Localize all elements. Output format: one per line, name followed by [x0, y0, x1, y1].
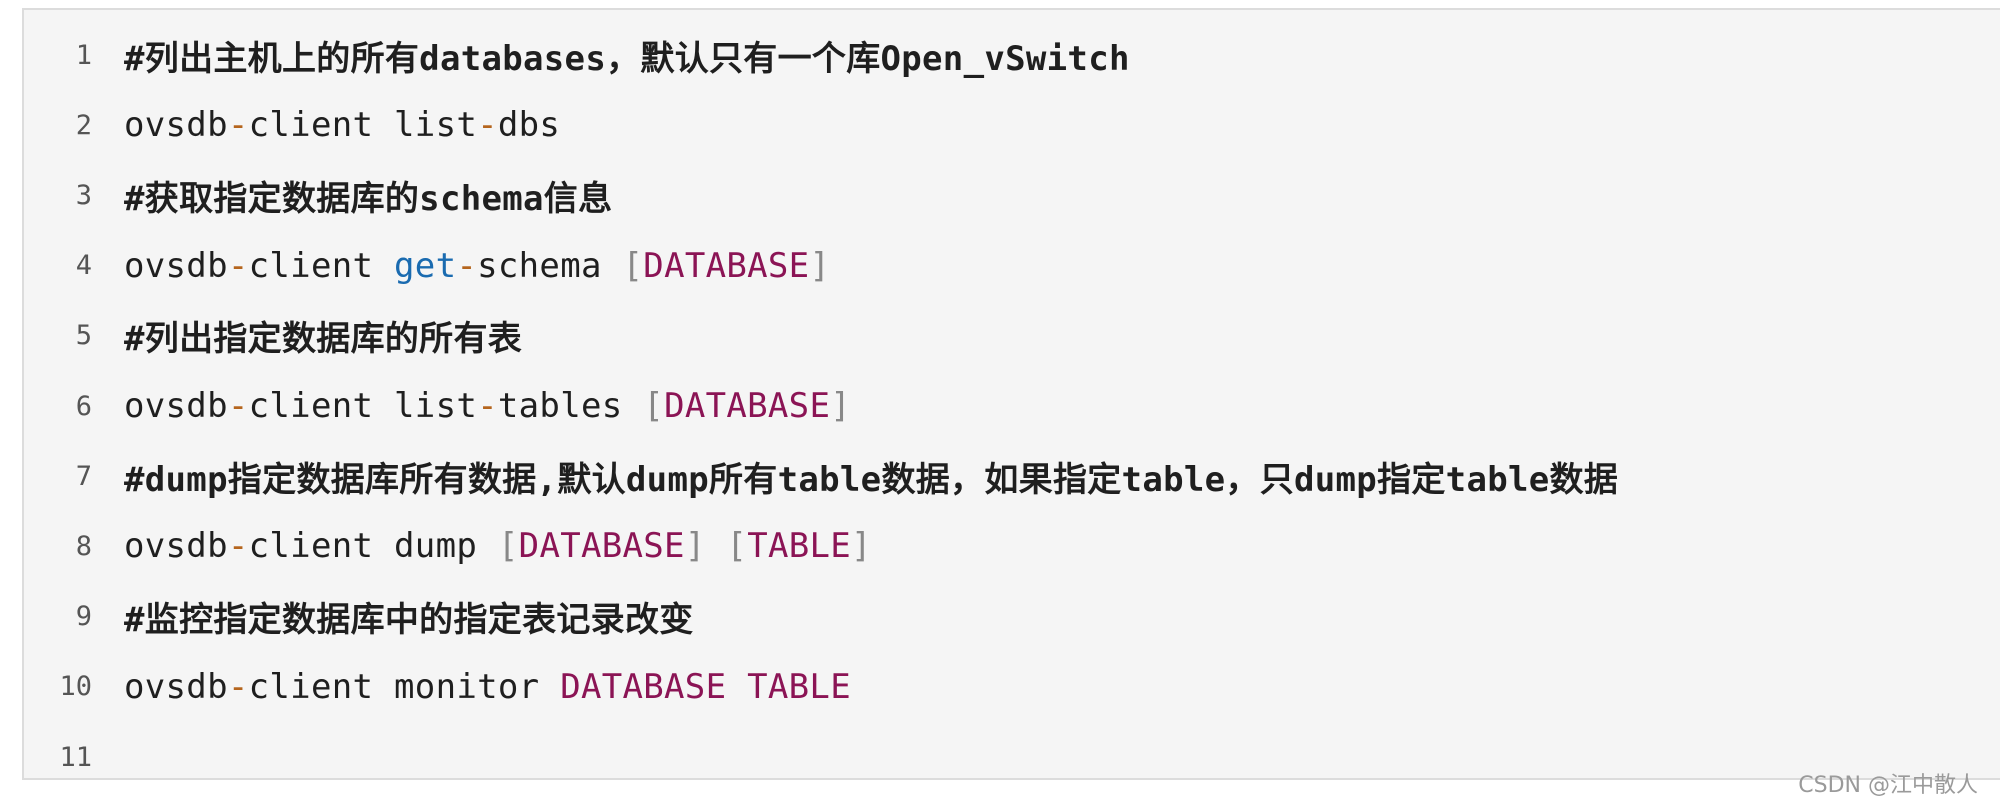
- code-token-op: -: [227, 666, 249, 707]
- code-token-plain: ovsdb: [124, 105, 228, 146]
- line-number: 3: [75, 179, 92, 211]
- code-token-plain: schema: [477, 245, 623, 286]
- code-line: 3 #获取指定数据库的schema信息: [24, 160, 2000, 230]
- code-token-plain: [706, 526, 727, 566]
- code-token-const: DATABASE: [643, 245, 810, 286]
- code-line: 9 #监控指定数据库中的指定表记录改变: [24, 582, 2000, 652]
- line-content: #获取指定数据库的schema信息: [124, 171, 612, 220]
- line-number: 9: [75, 601, 92, 633]
- code-token-plain: ovsdb: [124, 386, 228, 426]
- comment-text: #列出主机上的所有databases，默认只有一个库Open_vSwitch: [124, 38, 1130, 79]
- code-token-plain: client dump: [248, 526, 498, 567]
- line-content: ovsdb-client list-tables [DATABASE]: [124, 386, 851, 426]
- line-content: ovsdb-client list-dbs: [124, 105, 560, 145]
- code-token-op: -: [456, 245, 478, 286]
- code-line: 10 ovsdb-client monitor DATABASE TABLE: [24, 652, 2000, 722]
- code-token-const: TABLE: [747, 526, 852, 567]
- code-token-const: DATABASE: [664, 386, 831, 426]
- line-content: #监控指定数据库中的指定表记录改变: [124, 592, 694, 641]
- code-token-br: [: [643, 386, 665, 426]
- line-content: ovsdb-client dump [DATABASE] [TABLE]: [124, 526, 872, 566]
- line-number: 10: [59, 671, 92, 703]
- code-token-plain: client list: [248, 105, 478, 146]
- line-number: 11: [59, 741, 92, 773]
- line-number: 5: [75, 320, 92, 352]
- code-token-br: ]: [684, 526, 706, 567]
- line-content: #列出指定数据库的所有表: [124, 311, 522, 360]
- code-token-br: ]: [851, 526, 872, 567]
- code-token-op: -: [477, 386, 498, 426]
- line-content: ovsdb-client get-schema [DATABASE]: [124, 246, 830, 286]
- line-number: 1: [75, 39, 92, 71]
- code-token-br: [: [726, 526, 748, 567]
- line-number: 2: [75, 109, 92, 141]
- code-token-op: -: [227, 386, 249, 426]
- code-token-plain: tables: [497, 386, 644, 426]
- code-token-op: -: [477, 105, 498, 146]
- line-number: 7: [75, 460, 92, 492]
- code-token-plain: ovsdb: [124, 526, 228, 567]
- code-line: 1 #列出主机上的所有databases，默认只有一个库Open_vSwitch: [24, 20, 2000, 90]
- code-token-plain: ovsdb: [124, 666, 228, 707]
- code-token-br: [: [622, 245, 644, 286]
- code-token-br: ]: [809, 245, 831, 286]
- code-token-plain: ovsdb: [124, 245, 228, 286]
- line-content: ovsdb-client monitor DATABASE TABLE: [124, 667, 851, 707]
- code-block[interactable]: 1 #列出主机上的所有databases，默认只有一个库Open_vSwitch 2…: [22, 8, 2000, 780]
- code-token-op: -: [227, 105, 249, 146]
- watermark: CSDN @江中散人: [1798, 773, 1978, 798]
- comment-text: #dump指定数据库所有数据,默认dump所有table数据，如果指定table…: [124, 459, 1619, 500]
- code-token-br: [: [497, 526, 519, 567]
- code-token-op: -: [227, 526, 249, 567]
- comment-text: #获取指定数据库的schema信息: [124, 178, 613, 219]
- code-token-kw: get: [394, 245, 457, 286]
- code-token-const: DATABASE TABLE: [560, 666, 851, 707]
- line-content: #dump指定数据库所有数据,默认dump所有table数据，如果指定table…: [124, 452, 1618, 501]
- code-token-op: -: [227, 245, 249, 286]
- comment-text: #列出指定数据库的所有表: [124, 319, 523, 360]
- line-content: #列出主机上的所有databases，默认只有一个库Open_vSwitch: [124, 31, 1130, 80]
- code-token-br: ]: [830, 386, 852, 426]
- code-line: 7 #dump指定数据库所有数据,默认dump所有table数据，如果指定tabl…: [24, 441, 2000, 511]
- code-token-plain: client list: [248, 386, 478, 426]
- code-token-plain: client: [248, 245, 395, 286]
- line-number: 6: [75, 390, 92, 422]
- code-line: 5 #列出指定数据库的所有表: [24, 301, 2000, 371]
- code-token-plain: client monitor: [248, 666, 561, 707]
- code-token-const: DATABASE: [518, 526, 685, 567]
- line-number: 8: [75, 530, 92, 562]
- comment-text: #监控指定数据库中的指定表记录改变: [124, 600, 694, 641]
- code-token-plain: dbs: [497, 105, 561, 146]
- line-number: 4: [75, 250, 92, 282]
- code-line: 11: [24, 722, 2000, 792]
